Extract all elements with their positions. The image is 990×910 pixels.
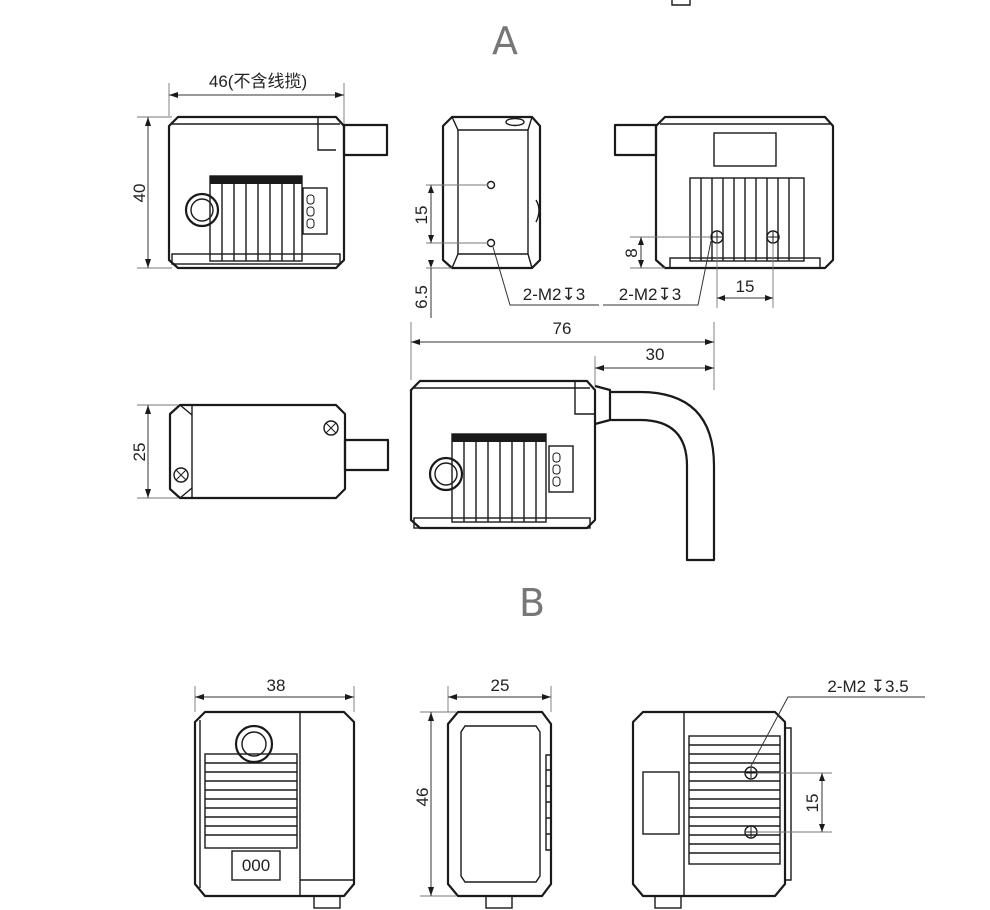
lens-port (184, 192, 220, 228)
b-front-view: 000 (193, 710, 356, 909)
a-cable-view (409, 379, 716, 562)
b-side-dimensions: 25 46 (413, 676, 552, 897)
cable (610, 390, 716, 562)
dim-side-hole-spacing: 15 (412, 206, 431, 225)
dim-b-depth: 25 (491, 676, 510, 695)
a-front-view (167, 115, 389, 270)
label-window (713, 132, 777, 167)
a-side-dimensions: 15 6.5 2-M2↧3 (412, 184, 599, 318)
b-side-view (446, 710, 553, 909)
thread-note-b: 2-M2 ↧3.5 (827, 677, 908, 696)
dim-front-width: 46(不含线揽) (209, 72, 307, 91)
a-side-view (441, 115, 542, 270)
thread-note-side: 2-M2↧3 (523, 285, 585, 304)
dim-b-height: 46 (413, 788, 432, 807)
section-a-label: A (492, 19, 518, 63)
dim-bottom-offset: 6.5 (412, 285, 431, 309)
dim-rear-hole-spacing: 15 (736, 277, 755, 296)
dim-top-depth: 25 (130, 443, 149, 462)
a-rear-dimensions: 8 2-M2↧3 15 (603, 236, 774, 308)
dim-front-height: 40 (130, 184, 149, 203)
indicator-leds (302, 187, 328, 235)
b-front-dimensions: 38 (194, 676, 355, 712)
indicator-digits: 000 (242, 856, 270, 875)
section-b-label: B (519, 581, 545, 625)
a-top-view (168, 403, 390, 500)
thread-note-rear: 2-M2↧3 (619, 285, 681, 304)
b-rear-dimensions: 2-M2 ↧3.5 15 (750, 677, 925, 833)
heat-sink (209, 175, 303, 262)
dim-rear-hole-height: 8 (622, 248, 641, 257)
dim-b-width: 38 (267, 676, 286, 695)
b-rear-view (631, 710, 792, 909)
a-top-dimensions: 25 (130, 404, 178, 499)
a-cable-dimensions: 76 30 (410, 319, 715, 390)
dim-b-hole-spacing: 15 (803, 794, 822, 813)
cropped-edge-mark (671, 0, 691, 6)
dim-cable-length: 30 (646, 345, 665, 364)
a-rear-view (613, 115, 835, 270)
dim-overall-length: 76 (553, 319, 572, 338)
a-front-dimensions: 46(不含线揽) 40 (130, 72, 345, 269)
